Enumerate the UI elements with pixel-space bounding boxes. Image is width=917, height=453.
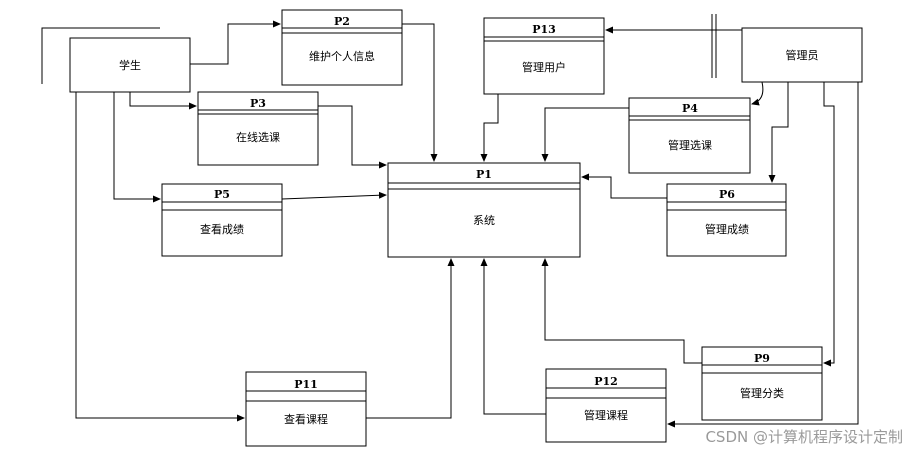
flow-student-to-p3 xyxy=(129,92,197,110)
process-p1-name: 系统 xyxy=(473,214,495,227)
flow-p5-to-p1 xyxy=(281,191,387,200)
entity-student[interactable]: 学生 xyxy=(69,37,191,93)
flow-p3-to-p1 xyxy=(318,105,387,169)
entity-admin-label: 管理员 xyxy=(786,48,819,62)
flow-admin-to-p9 xyxy=(823,82,835,367)
flow-student-to-p11 xyxy=(75,92,245,422)
process-p3-id: P3 xyxy=(250,97,266,110)
process-p4[interactable]: P4 管理选课 xyxy=(628,97,751,174)
process-p1-id: P1 xyxy=(476,168,492,181)
process-p9-name: 管理分类 xyxy=(740,386,784,400)
process-p12-id: P12 xyxy=(594,375,618,388)
process-p4-name: 管理选课 xyxy=(668,138,712,152)
process-p2-id: P2 xyxy=(334,15,350,28)
process-p11-name: 查看课程 xyxy=(284,412,328,426)
process-p13-name: 管理用户 xyxy=(522,60,566,74)
flow-student-to-p5 xyxy=(113,92,161,203)
flow-p9-to-p1 xyxy=(541,258,702,364)
flow-admin-to-p12 xyxy=(667,82,859,428)
process-p5-name: 查看成绩 xyxy=(200,222,244,236)
process-p2-name: 维护个人信息 xyxy=(309,49,375,63)
process-p6[interactable]: P6 管理成绩 xyxy=(666,183,787,257)
process-p6-name: 管理成绩 xyxy=(705,222,749,236)
process-p13[interactable]: P13 管理用户 xyxy=(483,17,605,95)
entity-admin[interactable]: 管理员 xyxy=(741,27,863,83)
flow-p6-to-p1 xyxy=(581,173,667,199)
flow-p4-to-p1 xyxy=(541,107,629,162)
process-p3-name: 在线选课 xyxy=(236,130,280,144)
process-p11[interactable]: P11 查看课程 xyxy=(245,371,367,447)
flow-p11-to-p1 xyxy=(366,258,455,419)
process-p2[interactable]: P2 维护个人信息 xyxy=(281,9,403,86)
process-p6-id: P6 xyxy=(719,188,735,201)
process-p11-id: P11 xyxy=(294,378,318,391)
flow-p2-to-p1 xyxy=(402,23,438,162)
process-p12[interactable]: P12 管理课程 xyxy=(545,368,667,443)
flow-admin-to-p4 xyxy=(751,81,764,106)
flow-student-to-p2 xyxy=(190,20,281,65)
decorative-lines xyxy=(41,14,717,84)
process-p4-id: P4 xyxy=(682,102,698,115)
process-p5[interactable]: P5 查看成绩 xyxy=(161,183,283,257)
watermark-text: CSDN @计算机程序设计定制 xyxy=(705,428,903,446)
data-flows xyxy=(75,20,859,428)
process-p12-name: 管理课程 xyxy=(584,408,628,422)
process-p13-id: P13 xyxy=(532,23,556,36)
entity-student-label: 学生 xyxy=(119,58,141,72)
flow-admin-to-p6 xyxy=(768,82,789,183)
process-p9-id: P9 xyxy=(754,352,770,365)
process-p9[interactable]: P9 管理分类 xyxy=(701,346,823,421)
flow-p12-to-p1 xyxy=(480,258,546,415)
flow-p13-to-p1 xyxy=(480,94,499,162)
process-p5-id: P5 xyxy=(214,188,230,201)
process-p1[interactable]: P1 系统 xyxy=(387,162,581,258)
process-p3[interactable]: P3 在线选课 xyxy=(197,91,319,166)
